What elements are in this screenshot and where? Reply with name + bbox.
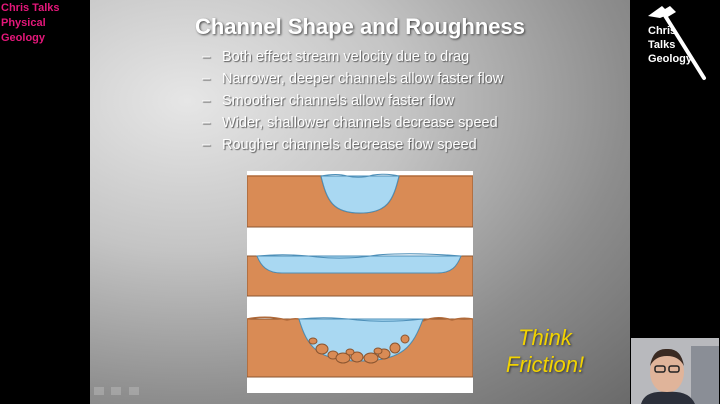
presenter-avatar xyxy=(631,338,719,404)
rock-hammer-icon xyxy=(648,6,706,80)
bullet-item: –Rougher channels decrease flow speed xyxy=(202,137,477,153)
wide-shallow-channel xyxy=(246,253,474,297)
right-brand-panel: Chris Talks Geology xyxy=(630,0,720,404)
narrow-deep-channel xyxy=(246,173,474,228)
channel-logo-text-right: Chris Talks Geology xyxy=(648,25,693,65)
channel-diagram-svg xyxy=(246,173,474,378)
slide-menu-icon[interactable] xyxy=(111,387,122,395)
prev-slide-icon[interactable] xyxy=(94,387,104,395)
bullet-item: –Wider, shallower channels decrease spee… xyxy=(202,115,498,131)
left-brand-panel: Chris Talks Physical Geology xyxy=(0,0,90,404)
bullet-item: –Narrower, deeper channels allow faster … xyxy=(202,71,504,87)
slide-title: Channel Shape and Roughness xyxy=(194,14,526,39)
bullet-item: –Smoother channels allow faster flow xyxy=(202,93,455,109)
bullet-item: –Both effect stream velocity due to drag xyxy=(202,49,470,65)
channel-logo-text: Chris Talks Physical Geology xyxy=(1,2,60,44)
presenter-webcam xyxy=(631,338,719,404)
rough-channel xyxy=(246,316,474,378)
next-slide-icon[interactable] xyxy=(128,387,139,395)
presentation-slide: Channel Shape and Roughness –Both effect… xyxy=(90,0,630,404)
think-friction-callout: Think Friction! xyxy=(505,325,585,377)
channel-cross-section-diagram xyxy=(246,171,474,393)
bullet-list: –Both effect stream velocity due to drag… xyxy=(202,46,503,156)
slide-nav-controls[interactable] xyxy=(94,382,142,400)
